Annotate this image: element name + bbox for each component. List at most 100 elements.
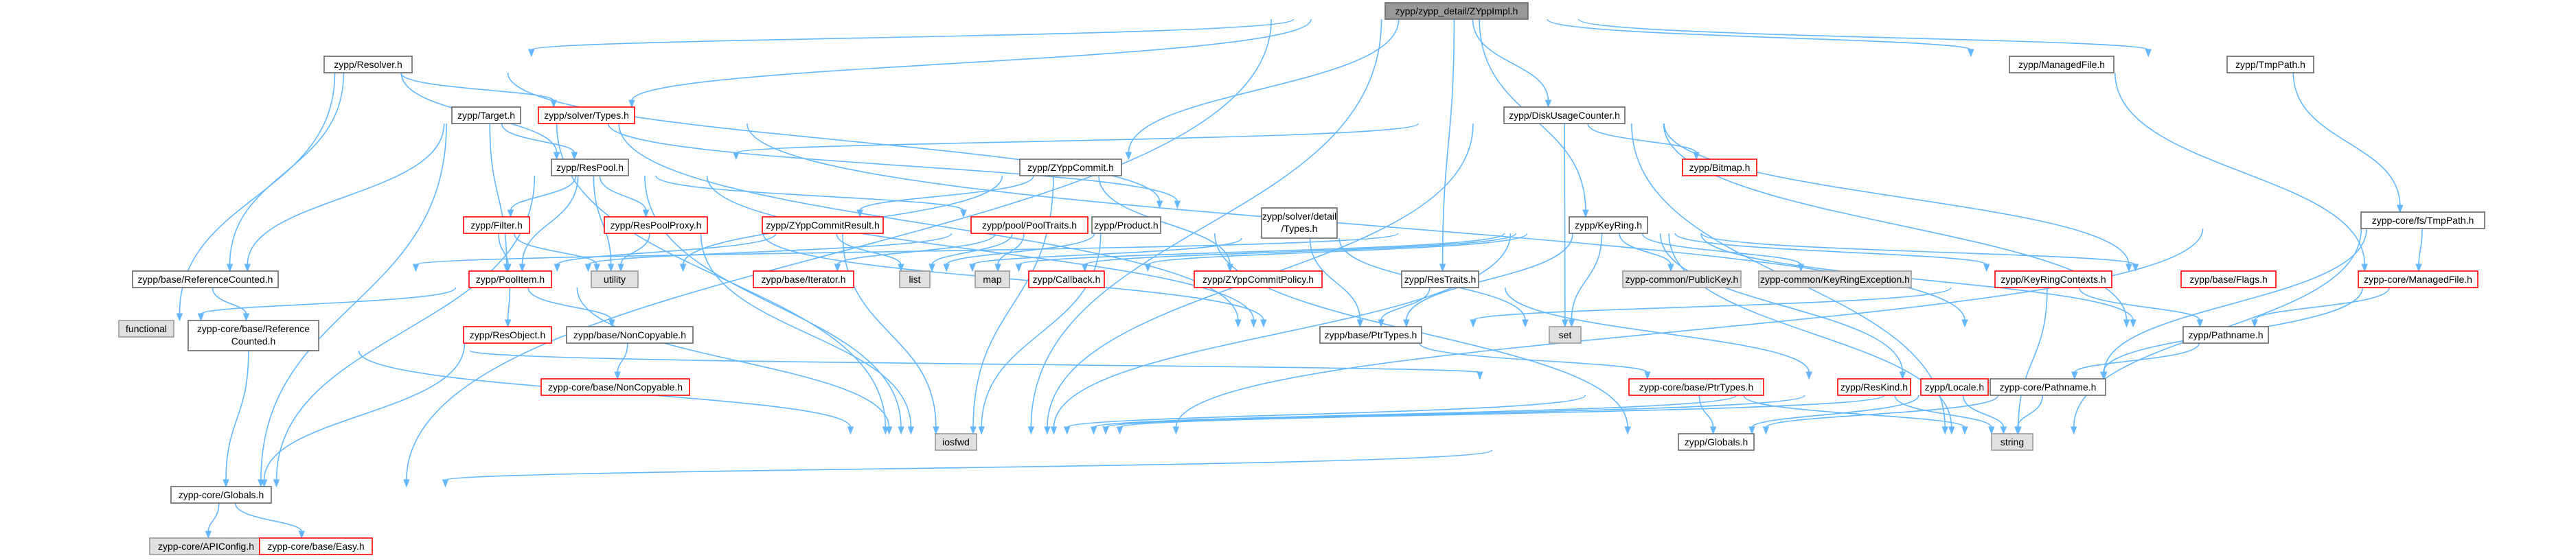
node-globals[interactable]: zypp/Globals.h: [1678, 433, 1755, 451]
edge-target-to-respool: [501, 123, 578, 161]
arrowhead: [2415, 264, 2422, 272]
edge-respool-to-cglobals: [273, 175, 536, 488]
arrowhead: [1545, 100, 1552, 108]
edge-restraits-to-ptrtypes: [1378, 287, 1431, 328]
node-map[interactable]: map: [974, 270, 1010, 288]
node-easy[interactable]: zypp-core/base/Easy.h: [259, 537, 373, 555]
arrowhead: [1667, 264, 1674, 272]
node-cmanagedfile[interactable]: zypp-core/ManagedFile.h: [2358, 270, 2478, 288]
node-label: zypp/ResKind.h: [1840, 382, 1908, 393]
node-zcresult[interactable]: zypp/ZYppCommitResult.h: [762, 216, 884, 234]
node-callback[interactable]: zypp/Callback.h: [1028, 270, 1105, 288]
node-noncopyable[interactable]: zypp/base/NonCopyable.h: [566, 326, 694, 344]
edge-pooltiem-to-resobject: [504, 287, 512, 328]
arrowhead: [554, 264, 560, 272]
node-keyring[interactable]: zypp/KeyRing.h: [1569, 216, 1648, 234]
arrowhead: [518, 264, 526, 272]
arrowhead: [1582, 209, 1589, 218]
node-commitpolicy[interactable]: zypp/ZYppCommitPolicy.h: [1194, 270, 1323, 288]
node-box: [451, 106, 521, 124]
node-bitmap[interactable]: zypp/Bitmap.h: [1682, 159, 1757, 176]
edge-root-to-zyppcommit: [1125, 19, 1400, 161]
arrowhead: [1063, 426, 1071, 435]
node-filter[interactable]: zypp/Filter.h: [463, 216, 530, 234]
arrowhead: [550, 100, 558, 108]
node-box: [1384, 2, 1529, 20]
edge-cglobals-to-easy: [234, 502, 306, 539]
edge-diskusage-to-flags: [1663, 123, 2132, 272]
edge-keyring-to-pathname: [1700, 233, 2136, 328]
node-resobject[interactable]: zypp/ResObject.h: [463, 326, 552, 344]
node-label: zypp-core/APIConfig.h: [158, 541, 254, 552]
node-managedfile[interactable]: zypp/ManagedFile.h: [2009, 56, 2115, 73]
node-ptrtypes[interactable]: zypp/base/PtrTypes.h: [1319, 326, 1422, 344]
node-zyppcommit[interactable]: zypp/ZYppCommit.h: [1019, 159, 1122, 176]
node-cbnoncopyable[interactable]: zypp-core/base/NonCopyable.h: [540, 378, 690, 396]
arrowhead: [553, 152, 560, 161]
node-label: zypp/Resolver.h: [334, 59, 402, 70]
node-label: zypp-core/base/Reference: [197, 323, 310, 334]
node-box: [1678, 433, 1755, 451]
node-iterator[interactable]: zypp/base/Iterator.h: [753, 270, 854, 288]
node-respool[interactable]: zypp/ResPool.h: [551, 159, 629, 176]
node-iosfwd[interactable]: iosfwd: [935, 433, 977, 451]
edge-target-to-pooltiem: [489, 123, 510, 272]
node-string[interactable]: string: [1991, 433, 2033, 451]
arrowhead: [1260, 319, 1267, 328]
node-diskusage[interactable]: zypp/DiskUsageCounter.h: [1503, 106, 1626, 124]
edge-keyring-to-callback: [1144, 233, 1528, 272]
node-restraits[interactable]: zypp/ResTraits.h: [1401, 270, 1479, 288]
edge-respool-to-filter: [507, 175, 577, 218]
node-target[interactable]: zypp/Target.h: [451, 106, 521, 124]
node-cbrefcounted[interactable]: zypp-core/base/ReferenceCounted.h: [187, 320, 319, 351]
node-box: [538, 106, 635, 124]
node-resolver[interactable]: zypp/Resolver.h: [323, 56, 413, 73]
node-respoolproxy[interactable]: zypp/ResPoolProxy.h: [604, 216, 708, 234]
node-box: [149, 537, 263, 555]
node-functional[interactable]: functional: [118, 320, 174, 338]
node-tmppath[interactable]: zypp/TmpPath.h: [2226, 56, 2314, 73]
node-box: [187, 320, 319, 351]
edge-keyring-to-map: [1081, 233, 1517, 272]
arrowhead: [1709, 426, 1717, 435]
node-pathname[interactable]: zypp/Pathname.h: [2182, 326, 2269, 344]
edge-product-to-list: [943, 233, 1095, 272]
node-publickey[interactable]: zypp-common/PublicKey.h: [1622, 270, 1742, 288]
node-cbptrtypes[interactable]: zypp-core/base/PtrTypes.h: [1628, 378, 1764, 396]
edge-target-to-refcounted: [244, 123, 445, 272]
arrowhead: [226, 264, 233, 272]
node-label: zypp/zypp_detail/ZYppImpl.h: [1395, 5, 1518, 16]
node-list[interactable]: list: [899, 270, 931, 288]
node-pooltiem[interactable]: zypp/PoolItem.h: [468, 270, 552, 288]
edge-cfstmppath-to-cmanagedfile: [2415, 228, 2423, 272]
node-reskind[interactable]: zypp/ResKind.h: [1837, 378, 1911, 396]
node-box: [551, 159, 629, 176]
node-label: zypp/base/ReferenceCounted.h: [138, 274, 273, 285]
node-flags[interactable]: zypp/base/Flags.h: [2180, 270, 2277, 288]
node-soldetail[interactable]: zypp/solver/detail/Types.h: [1261, 207, 1338, 239]
node-set[interactable]: set: [1549, 326, 1582, 344]
arrowhead: [1988, 426, 1995, 435]
node-box: [1920, 378, 1989, 396]
node-locale[interactable]: zypp/Locale.h: [1920, 378, 1989, 396]
edge-root-to-diskusage: [1472, 19, 1552, 108]
node-solvertypes[interactable]: zypp/solver/Types.h: [538, 106, 635, 124]
node-pooltraits[interactable]: zypp/pool/PoolTraits.h: [970, 216, 1088, 234]
arrowhead: [898, 426, 904, 435]
node-refcounted[interactable]: zypp/base/ReferenceCounted.h: [132, 270, 279, 288]
edge-zcresult-to-pooltiem: [554, 233, 777, 272]
node-apiconfig[interactable]: zypp-core/APIConfig.h: [149, 537, 263, 555]
node-label: zypp/base/Iterator.h: [762, 274, 846, 285]
edge-globals-to-cglobals: [442, 450, 1493, 488]
node-product[interactable]: zypp/Product.h: [1091, 216, 1161, 234]
node-utility[interactable]: utility: [591, 270, 639, 288]
node-keyringctx[interactable]: zypp/KeyRingContexts.h: [1994, 270, 2112, 288]
node-label: zypp/KeyRingContexts.h: [2001, 274, 2106, 285]
node-cglobals[interactable]: zypp-core/Globals.h: [170, 486, 272, 504]
node-cpathname[interactable]: zypp-core/Pathname.h: [1990, 378, 2106, 396]
edge-product-to-iosfwd: [978, 233, 1102, 435]
node-root[interactable]: zypp/zypp_detail/ZYppImpl.h: [1384, 2, 1529, 20]
node-keyringexc[interactable]: zypp-common/KeyRingException.h: [1758, 270, 1912, 288]
node-cfstmppath[interactable]: zypp-core/fs/TmpPath.h: [2360, 211, 2485, 229]
edge-zyppcommit-to-zcresult: [856, 175, 1034, 218]
